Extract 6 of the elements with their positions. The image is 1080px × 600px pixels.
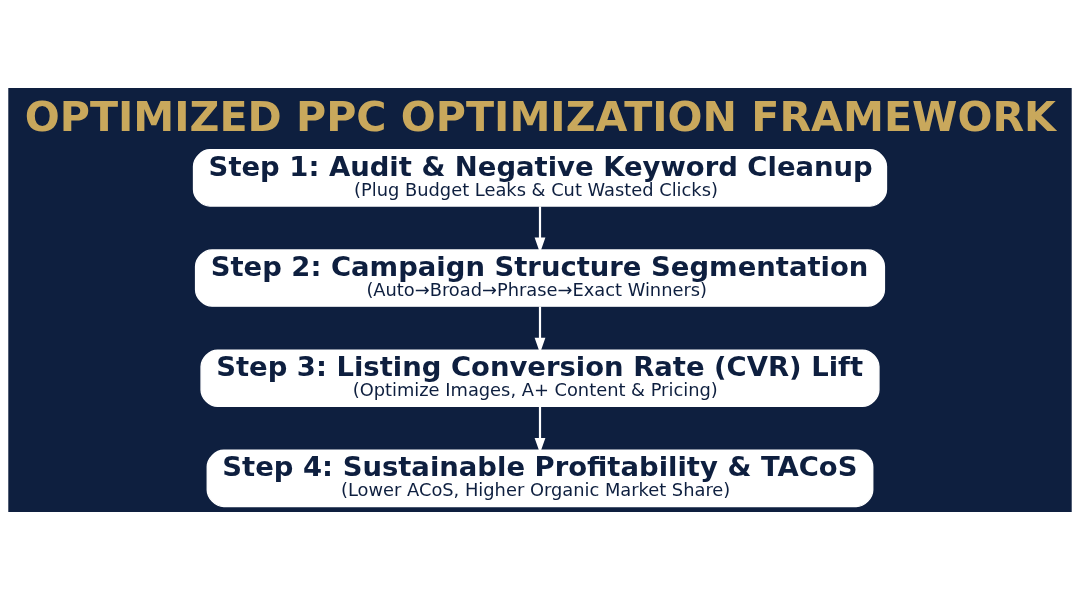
node-box: Step 4: Sustainable Profitability & TACoS (Lower ACoS, Higher Organic Market Share) — [206, 449, 874, 508]
diagram-title: OPTIMIZED PPC OPTIMIZATION FRAMEWORK — [24, 92, 1057, 141]
node-box: Step 1: Audit & Negative Keyword Cleanup (Plug Budget Leaks & Cut Wasted Clicks) — [192, 149, 888, 207]
node-box: Step 2: Campaign Structure Segmentation (Auto→Broad→Phrase→Exact Winners) — [194, 249, 886, 307]
arrow — [534, 206, 546, 253]
node-box: Step 3: Listing Conversion Rate (CVR) Lift (Optimize Images, A+ Content & Pricing) — [200, 349, 880, 408]
